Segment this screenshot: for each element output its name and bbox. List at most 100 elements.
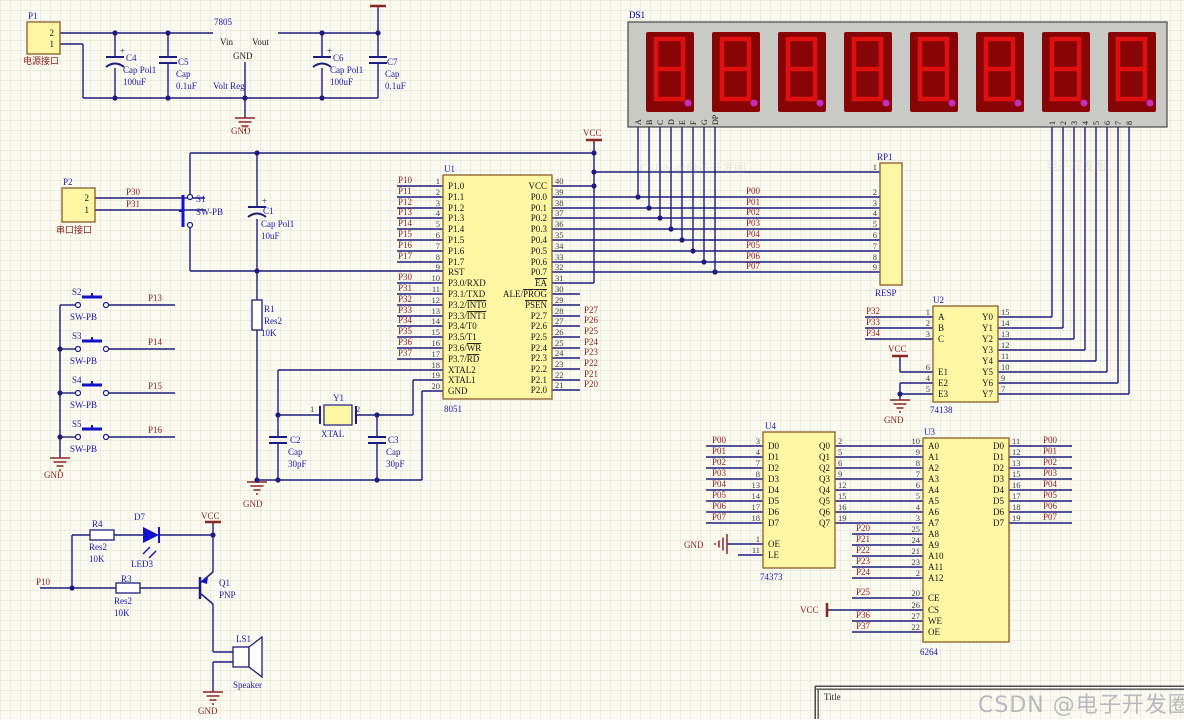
digit-pin-label: 3 — [1070, 121, 1079, 125]
junction-dot — [591, 169, 597, 175]
junction-dot — [69, 585, 75, 591]
junction-dot — [375, 30, 381, 36]
junction-dot — [591, 183, 597, 189]
xtal-part — [319, 404, 357, 426]
net-label: P24 — [584, 337, 599, 347]
designator-text: Cap — [288, 447, 303, 457]
pin-number: 5 — [436, 219, 440, 229]
pin-name: P3.0/RXD — [448, 278, 486, 288]
designator-text: C6 — [333, 53, 344, 63]
pin-number: 22 — [912, 622, 921, 632]
pin-number: 37 — [555, 208, 564, 218]
net-label: P27 — [584, 305, 599, 315]
swh-part — [74, 381, 110, 397]
net-label: P23 — [584, 347, 599, 357]
net-label: P07 — [712, 512, 727, 522]
resistor-body — [89, 529, 115, 541]
pin-name: P3.6/WR — [448, 343, 481, 353]
pin-name: P3.5/T1 — [448, 332, 477, 342]
designator-text: S4 — [72, 375, 82, 385]
pin-number: 21 — [555, 380, 564, 390]
pin-number: 8 — [916, 458, 920, 468]
pin-number: 6 — [436, 230, 440, 240]
designator-text: S2 — [72, 287, 82, 297]
pin-name: A — [938, 312, 945, 322]
net-label: P15 — [148, 381, 163, 391]
decimal-point — [1146, 99, 1154, 107]
pin-number: 1 — [873, 162, 877, 172]
pin-number: 1 — [436, 176, 440, 186]
designator-text: XTAL — [321, 429, 344, 439]
pin-name: P2.4 — [531, 343, 548, 353]
switch-contact — [74, 433, 82, 441]
decimal-point — [684, 99, 692, 107]
net-label: P00 — [1043, 435, 1058, 445]
pin-name: CE — [928, 593, 940, 603]
net-label: P22 — [856, 545, 870, 555]
connector-pin-number: 2 — [85, 193, 90, 203]
pin-number: 6 — [926, 362, 930, 372]
pin-number: 10 — [1001, 362, 1010, 372]
pin-number: 5 — [926, 384, 930, 394]
cap-part — [369, 56, 387, 64]
net-label: P10 — [398, 175, 413, 185]
pin-name: A5 — [928, 496, 939, 506]
connector-pin-number: 1 — [50, 39, 55, 49]
pin-number: 40 — [555, 176, 564, 186]
net-label: P02 — [1043, 457, 1057, 467]
cap-curved-plate — [247, 212, 267, 218]
pin-name: WE — [928, 616, 942, 626]
pin-number: 9 — [436, 262, 440, 272]
designator-text: Cap Pol1 — [261, 219, 294, 229]
net-label: P24 — [856, 567, 871, 577]
junction-dot — [57, 346, 63, 352]
pin-name: P2.2 — [531, 364, 547, 374]
designator-text: Cap Pol1 — [123, 65, 156, 75]
gnd-label: GND — [44, 470, 64, 480]
swv-part — [179, 193, 194, 229]
pin-number: 17 — [432, 349, 441, 359]
pin-name: P1.6 — [448, 246, 465, 256]
decimal-point — [948, 99, 956, 107]
decimal-point — [1014, 99, 1022, 107]
junction-dot — [57, 390, 63, 396]
pin-number: 4 — [916, 502, 921, 512]
ic-body — [762, 431, 836, 569]
pin-name: P0.4 — [531, 235, 548, 245]
segment-pin-label: DP — [711, 114, 720, 125]
net-label: P15 — [398, 229, 413, 239]
pin-name: E1 — [938, 367, 948, 377]
cap-curved-plate — [312, 62, 332, 68]
pin-number: 12 — [1012, 447, 1021, 457]
pin-name: C — [938, 334, 944, 344]
pin-number: 2 — [838, 436, 842, 446]
gnd-power-port: GND — [198, 691, 223, 716]
switch-contact — [102, 345, 110, 353]
transistor-collector — [199, 592, 214, 605]
pin-number: 18 — [1012, 502, 1021, 512]
pin-number: 5 — [838, 447, 842, 457]
designator-text: C7 — [387, 57, 398, 67]
pin-name: A2 — [928, 463, 939, 473]
pin-name: OE — [768, 539, 780, 549]
ic-designator: U2 — [933, 295, 944, 305]
pin-name: VCC — [528, 181, 547, 191]
pin-name: D7 — [993, 518, 1004, 528]
pin-name: A1 — [928, 452, 939, 462]
net-label: P01 — [712, 446, 726, 456]
net-label: P34 — [398, 315, 413, 325]
swh-part — [74, 425, 110, 441]
spk-part — [232, 635, 263, 679]
junction-dot — [112, 30, 118, 36]
crystal-body — [323, 404, 353, 426]
net-label: P20 — [584, 379, 599, 389]
designator-text: D7 — [134, 512, 145, 522]
net-label: P00 — [712, 435, 727, 445]
designator-text: R4 — [92, 519, 103, 529]
pin-number: 10 — [432, 273, 441, 283]
pin-number: 16 — [432, 338, 441, 348]
pin-number: 15 — [432, 327, 441, 337]
pin-number: 20 — [912, 588, 921, 598]
junction-dot — [254, 477, 260, 483]
